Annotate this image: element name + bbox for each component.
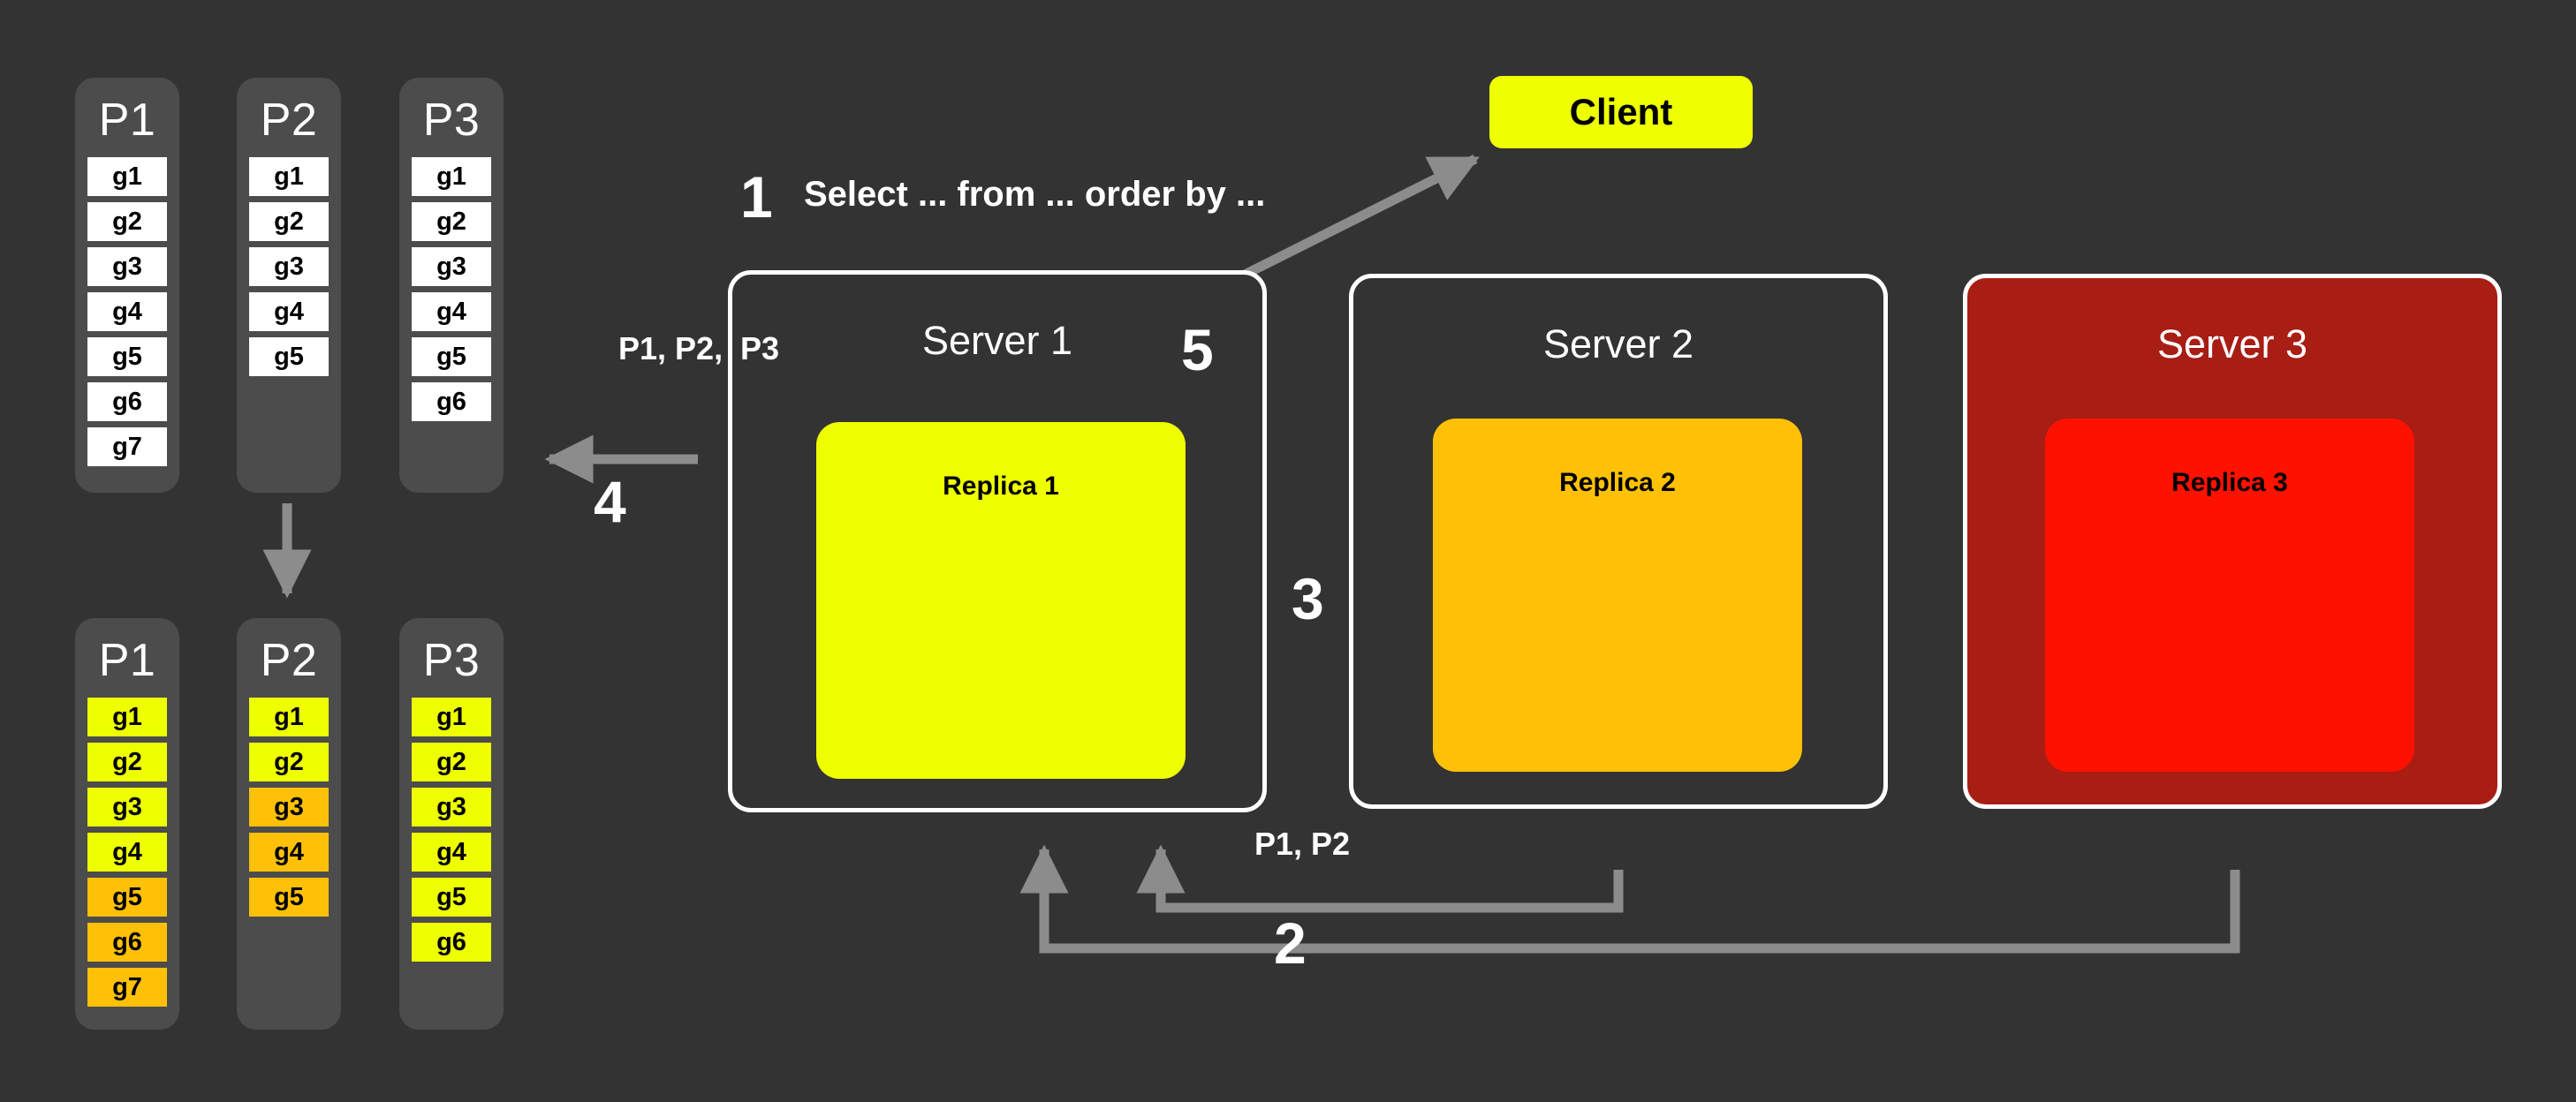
partition-cell: g5 — [249, 878, 329, 917]
partition-cell: g3 — [249, 788, 329, 826]
partition-cell: g2 — [412, 743, 491, 781]
partition-column-p3-after: P3 g1 g2 g3 g4 g5 g6 — [399, 618, 504, 1030]
partition-cells: g1 g2 g3 g4 g5 g6 g7 — [75, 157, 179, 466]
step-3-number: 3 — [1292, 566, 1324, 631]
partition-cell: g5 — [249, 337, 329, 376]
partition-cell: g4 — [249, 833, 329, 872]
partition-cell: g5 — [87, 337, 167, 376]
partition-cell: g4 — [412, 833, 491, 872]
partition-cell: g4 — [249, 292, 329, 331]
partition-cell: g2 — [249, 202, 329, 241]
partition-cell: g1 — [249, 698, 329, 736]
partition-column-p3-before: P3 g1 g2 g3 g4 g5 g6 — [399, 78, 504, 493]
partition-title: P3 — [422, 94, 481, 146]
partition-cell: g5 — [412, 337, 491, 376]
partition-cell: g5 — [87, 878, 167, 917]
label-p1-p2-bottom: P1, P2 — [1254, 826, 1351, 862]
partition-title: P2 — [260, 635, 318, 686]
partition-column-p1-before: P1 g1 g2 g3 g4 g5 g6 g7 — [75, 78, 179, 493]
partition-column-p1-after: P1 g1 g2 g3 g4 g5 g6 g7 — [75, 618, 179, 1030]
partition-cell: g1 — [87, 698, 167, 736]
partition-cell: g6 — [87, 923, 167, 962]
partition-column-p2-after: P2 g1 g2 g3 g4 g5 — [237, 618, 341, 1030]
arrow-step-2 — [1019, 844, 2240, 954]
partition-cells: g1 g2 g3 g4 g5 g6 — [399, 698, 504, 962]
server-1-title: Server 1 — [921, 318, 1073, 363]
replica-2-label: Replica 2 — [1559, 468, 1676, 497]
step-1-number: 1 — [740, 164, 773, 230]
partition-cell: g6 — [412, 923, 491, 962]
partition-cell: g3 — [412, 788, 491, 826]
partition-cell: g3 — [87, 247, 167, 286]
partition-cells: g1 g2 g3 g4 g5 — [237, 698, 341, 917]
partition-cell: g7 — [87, 427, 167, 466]
partition-cell: g1 — [87, 157, 167, 196]
partition-cell: g2 — [412, 202, 491, 241]
partition-cell: g4 — [87, 292, 167, 331]
partition-cell: g4 — [412, 292, 491, 331]
partition-cell: g2 — [87, 743, 167, 781]
partition-cells: g1 g2 g3 g4 g5 — [237, 157, 341, 376]
partition-title: P1 — [98, 94, 156, 146]
arrow-p1-p2 — [1136, 844, 1624, 913]
replica-3-label: Replica 3 — [2171, 468, 2288, 497]
partition-column-p2-before: P2 g1 g2 g3 g4 g5 — [237, 78, 341, 493]
partition-title: P3 — [422, 635, 481, 686]
partition-cell: g1 — [412, 157, 491, 196]
server-3-title: Server 3 — [2156, 321, 2308, 366]
partition-cell: g3 — [87, 788, 167, 826]
partition-cells: g1 g2 g3 g4 g5 g6 g7 — [75, 698, 179, 1007]
client-node[interactable]: Client — [1489, 76, 1753, 148]
partition-cell: g6 — [87, 382, 167, 421]
step-2-number: 2 — [1274, 910, 1307, 976]
client-label: Client — [1569, 91, 1673, 132]
partition-cell: g3 — [412, 247, 491, 286]
partition-cell: g4 — [87, 833, 167, 872]
partition-cell: g1 — [249, 157, 329, 196]
partition-cell: g6 — [412, 382, 491, 421]
partition-cell: g1 — [412, 698, 491, 736]
partition-cell: g2 — [249, 743, 329, 781]
replica-1-node[interactable]: Replica 1 — [816, 422, 1186, 779]
step-5-number: 5 — [1181, 317, 1214, 382]
step-4-number: 4 — [594, 469, 626, 534]
server-2-title: Server 2 — [1542, 321, 1694, 366]
partition-title: P2 — [260, 94, 318, 146]
label-p3: P3 — [740, 330, 780, 366]
replica-1-label: Replica 1 — [943, 472, 1059, 501]
replica-2-node[interactable]: Replica 2 — [1433, 419, 1802, 772]
label-p1-p2: P1, P2, — [618, 330, 724, 366]
partition-cells: g1 g2 g3 g4 g5 g6 — [399, 157, 504, 421]
query-annotation: Select ... from ... order by ... — [804, 175, 1266, 214]
partition-cell: g2 — [87, 202, 167, 241]
partition-title: P1 — [98, 635, 156, 686]
partition-cell: g5 — [412, 878, 491, 917]
partition-cell: g7 — [87, 968, 167, 1007]
replica-3-node[interactable]: Replica 3 — [2045, 419, 2414, 772]
partition-cell: g3 — [249, 247, 329, 286]
